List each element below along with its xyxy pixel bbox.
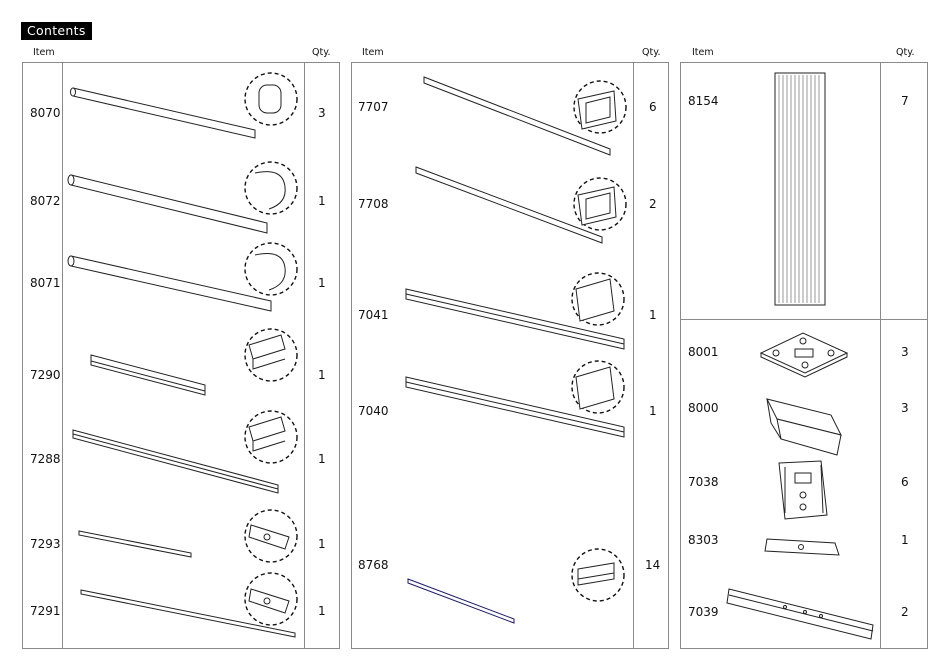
rail-7288-drawing: [73, 411, 297, 493]
panel-2-illustrations: [352, 63, 670, 650]
qty-header-col1: Qty.: [312, 47, 331, 58]
panel-3-illustrations: [681, 63, 929, 650]
strip-7293-drawing: [79, 510, 297, 562]
rail-7707-drawing: [424, 77, 626, 155]
tube-8071-drawing: [68, 243, 297, 311]
angle-rail-7039-drawing: [727, 589, 873, 639]
tube-8072-drawing: [68, 162, 297, 233]
qty-header-col2: Qty.: [642, 47, 661, 58]
panel-sheet-8154-drawing: [775, 73, 825, 305]
base-plate-8001-drawing: [761, 333, 847, 377]
item-header-col3: Item: [692, 47, 714, 58]
rail-7290-drawing: [91, 329, 297, 395]
contents-title: Contents: [21, 22, 92, 40]
strip-7291-drawing: [81, 573, 297, 637]
item-header-col1: Item: [33, 47, 55, 58]
parts-panel-1: 8070 3 8072 1 8071 1 7290 1 7288 1 7293 …: [22, 62, 340, 649]
channel-8000-drawing: [767, 399, 841, 455]
plate-8303-drawing: [765, 539, 839, 555]
parts-panel-3: 8154 7 8001 3 8000 3 7038 6 8303 1 7039 …: [680, 62, 928, 649]
strip-8768-drawing: [408, 549, 624, 623]
rail-7040-drawing: [406, 361, 624, 437]
item-header-col2: Item: [362, 47, 384, 58]
parts-panel-2: 7707 6 7708 2 7041 1 7040 1 8768 14: [351, 62, 669, 649]
rail-7708-drawing: [416, 167, 626, 243]
bracket-7038-drawing: [779, 461, 827, 519]
panel-1-illustrations: [23, 63, 341, 650]
rail-7041-drawing: [406, 273, 624, 349]
qty-header-col3: Qty.: [896, 47, 915, 58]
tube-8070-drawing: [71, 73, 298, 138]
